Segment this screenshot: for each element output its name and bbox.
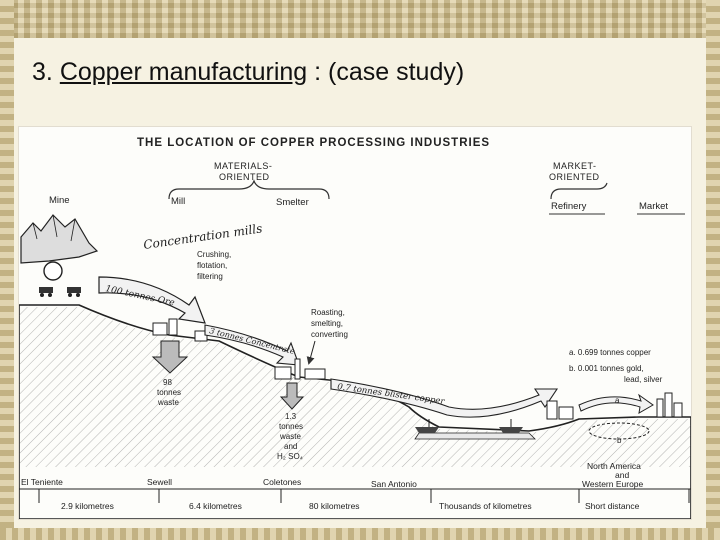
roasting-label-3: converting (311, 330, 348, 339)
distance-4: Thousands of kilometres (439, 501, 532, 511)
slide-number: 3. (32, 58, 53, 86)
crushing-label-3: filtering (197, 272, 223, 281)
copper-diagram: THE LOCATION OF COPPER PROCESSING INDUST… (18, 126, 692, 520)
slide-title-main: Copper manufacturing (59, 58, 308, 86)
materials-brace (168, 179, 330, 200)
concentrate-flow-arrow (204, 324, 300, 366)
waste13-line3: waste (279, 432, 301, 441)
materials-oriented-label-1: MATERIALS- (214, 161, 272, 171)
stage-mine: Mine (49, 195, 70, 206)
distance-3: 80 kilometres (309, 501, 360, 511)
waste13-line4: and (284, 442, 297, 451)
smelter-building-icon (274, 366, 292, 380)
ship-icon (415, 427, 439, 433)
market-city-icon (656, 398, 664, 418)
place-san-antonio: San Antonio (371, 479, 417, 489)
waste98-line1: 98 (163, 378, 172, 387)
stage-mill: Mill (171, 196, 185, 207)
decorative-border-left (0, 0, 14, 540)
waste-arrow-smelter (279, 382, 305, 410)
blister-copper-flow-arrow (330, 378, 559, 418)
stage-refinery: Refinery (551, 201, 587, 212)
legend-a: a. 0.699 tonnes copper (569, 348, 651, 357)
crushing-label-2: flotation, (197, 261, 227, 270)
mark-b-on-arrow: b (617, 436, 622, 445)
materials-oriented-label-2: ORIENTED (219, 172, 270, 182)
market-oriented-label-2: ORIENTED (549, 172, 600, 182)
place-sewell: Sewell (147, 477, 172, 487)
crushing-label-1: Crushing, (197, 250, 231, 259)
decorative-border-top (0, 0, 720, 38)
concentration-mills-note: Concentration mills (142, 221, 263, 252)
waste-arrow-mill (151, 340, 189, 374)
slide-title-separator: : (307, 58, 329, 86)
waste13-line1: 1.3 (285, 412, 297, 421)
slide-title: 3. Copper manufacturing : (case study) (32, 58, 464, 87)
ore-cart-icon (39, 287, 53, 293)
roasting-label-2: smelting, (311, 319, 343, 328)
decorative-border-right (706, 0, 720, 540)
stage-smelter: Smelter (276, 197, 309, 208)
mill-building-icon (152, 322, 168, 336)
diagram-title: THE LOCATION OF COPPER PROCESSING INDUST… (137, 137, 490, 149)
slide-title-rest: (case study) (328, 58, 465, 86)
ocean-icon (414, 432, 536, 440)
ore-flow-arrow (98, 276, 206, 324)
refined-copper-arrow (578, 393, 654, 414)
waste98-line3: waste (157, 398, 179, 407)
mine-shaft-icon (43, 261, 63, 281)
place-north-america-1: North America (587, 461, 641, 471)
legend-b-2: lead, silver (624, 375, 663, 384)
decorative-border-bottom (0, 528, 720, 540)
distance-5: Short distance (585, 501, 640, 511)
stage-market: Market (639, 201, 668, 212)
mountain-icon (20, 214, 99, 264)
refinery-building-icon (546, 400, 558, 420)
distance-1: 2.9 kilometres (61, 501, 114, 511)
place-el-teniente: El Teniente (21, 477, 63, 487)
waste13-line5: H₂ SO₄ (277, 452, 303, 461)
place-coletones: Coletones (263, 477, 301, 487)
roasting-label-1: Roasting, (311, 308, 345, 317)
market-brace (550, 182, 608, 200)
waste13-line2: tonnes (279, 422, 303, 431)
distance-2: 6.4 kilometres (189, 501, 242, 511)
place-north-america-3: Western Europe (582, 479, 644, 489)
mark-a-on-arrow: a (615, 396, 620, 405)
copper-diagram-svg: THE LOCATION OF COPPER PROCESSING INDUST… (19, 137, 691, 519)
waste98-line2: tonnes (157, 388, 181, 397)
place-north-america-2: and (615, 470, 629, 480)
legend-b-1: b. 0.001 tonnes gold, (569, 364, 644, 373)
market-oriented-label-1: MARKET- (553, 161, 597, 171)
